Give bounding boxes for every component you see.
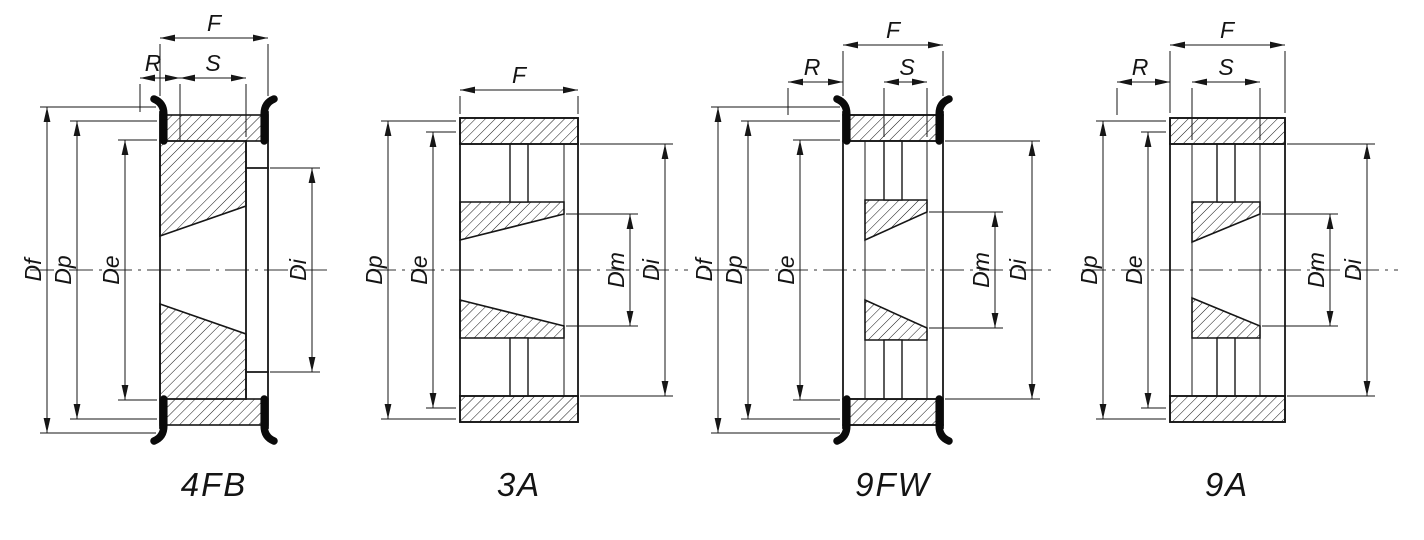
- dim-label-r: R: [145, 50, 162, 76]
- flange-top-right: [260, 95, 278, 145]
- dim-label-s: S: [205, 50, 221, 76]
- screw-slot-top: [883, 140, 903, 201]
- dim-label-r: R: [1132, 54, 1149, 80]
- flange-bottom-left: [833, 395, 851, 445]
- dim-label-dm: Dm: [968, 252, 994, 288]
- dim-label-f: F: [207, 10, 223, 36]
- dim-label-dm: Dm: [1303, 252, 1329, 288]
- dim-label-s: S: [1218, 54, 1234, 80]
- flange-top-right: [935, 95, 953, 145]
- flange-bottom-right: [260, 395, 278, 445]
- screw-slot-bottom: [1216, 337, 1236, 397]
- dim-label-df: Df: [691, 256, 717, 282]
- figure-9a: Dp De F R S Dm Di 9A: [1076, 17, 1398, 503]
- dim-label-f: F: [886, 17, 902, 43]
- figure-9fw-body: [842, 111, 944, 429]
- screw-slot-bottom: [509, 337, 529, 397]
- figure-3a: F Dp De Dm Di 3A: [361, 62, 688, 503]
- dim-label-di: Di: [285, 258, 311, 281]
- dim-label-dp: Dp: [50, 255, 76, 285]
- dim-label-di: Di: [1005, 258, 1031, 281]
- figure-4fb-flanges: [150, 95, 278, 445]
- figure-4fb: F R S Df Dp De Di 4FB: [20, 10, 332, 503]
- dim-label-dp: Dp: [721, 255, 747, 285]
- dim-label-de: De: [773, 255, 799, 284]
- figure-caption-9a: 9A: [1205, 466, 1249, 503]
- figure-9a-body: [1169, 117, 1286, 423]
- figure-caption-4fb: 4FB: [181, 466, 248, 503]
- dim-label-s: S: [899, 54, 915, 80]
- figure-caption-9fw: 9FW: [855, 466, 932, 503]
- dim-label-dm: Dm: [603, 252, 629, 288]
- figure-caption-3a: 3A: [497, 466, 541, 503]
- screw-slot-top: [509, 143, 529, 203]
- dim-label-dp: Dp: [361, 255, 387, 285]
- screw-slot-bottom: [883, 339, 903, 400]
- dim-label-df: Df: [20, 256, 46, 282]
- figure-4fb-body: [159, 111, 269, 429]
- dim-label-f: F: [512, 62, 528, 88]
- figure-3a-dimensions: F Dp De Dm Di: [361, 62, 673, 420]
- flange-top-left: [833, 95, 851, 145]
- figure-4fb-dimensions: F R S Df Dp De Di: [20, 10, 320, 434]
- flange-bottom-right: [935, 395, 953, 445]
- figure-3a-body: [459, 117, 579, 423]
- dim-label-dp: Dp: [1076, 255, 1102, 285]
- flange-bottom-left: [150, 395, 168, 445]
- dim-label-f: F: [1220, 17, 1236, 43]
- figure-9fw-dimensions: Df Dp De F R S Dm: [691, 17, 1040, 434]
- dim-label-di: Di: [638, 258, 664, 281]
- figure-9fw: Df Dp De F R S Dm: [691, 17, 1052, 503]
- screw-slot-top: [1216, 143, 1236, 203]
- dim-label-de: De: [98, 255, 124, 284]
- figure-9a-dimensions: Dp De F R S Dm Di: [1076, 17, 1375, 420]
- dim-label-de: De: [406, 255, 432, 284]
- figure-9fw-flanges: [833, 95, 953, 445]
- dim-label-di: Di: [1340, 258, 1366, 281]
- flange-top-left: [150, 95, 168, 145]
- dim-label-de: De: [1121, 255, 1147, 284]
- dim-label-r: R: [804, 54, 821, 80]
